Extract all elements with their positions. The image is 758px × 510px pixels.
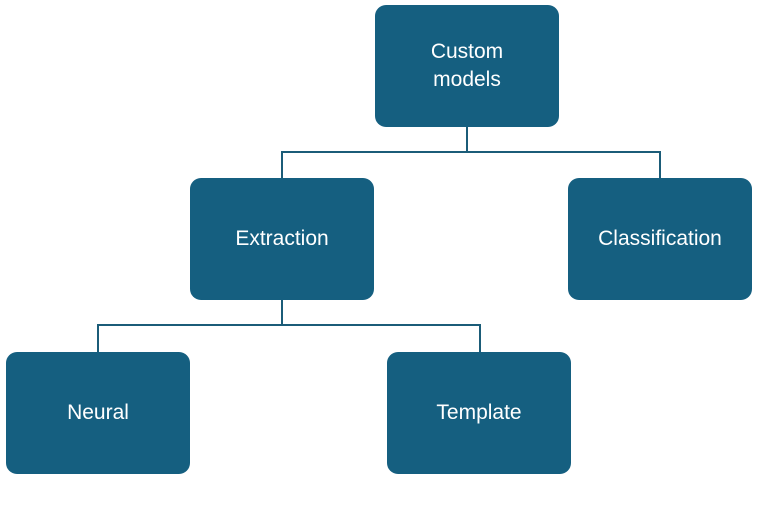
node-template: Template — [387, 352, 571, 474]
node-classification-label: Classification — [598, 227, 722, 250]
node-extraction-label: Extraction — [235, 227, 329, 250]
node-custom-models-label: Custom models — [430, 40, 504, 91]
node-neural: Neural — [6, 352, 190, 474]
node-classification: Classification — [568, 178, 752, 300]
node-neural-label: Neural — [67, 401, 129, 424]
node-custom-models: Custom models — [375, 5, 559, 127]
node-template-label: Template — [436, 401, 522, 424]
node-extraction: Extraction — [190, 178, 374, 300]
